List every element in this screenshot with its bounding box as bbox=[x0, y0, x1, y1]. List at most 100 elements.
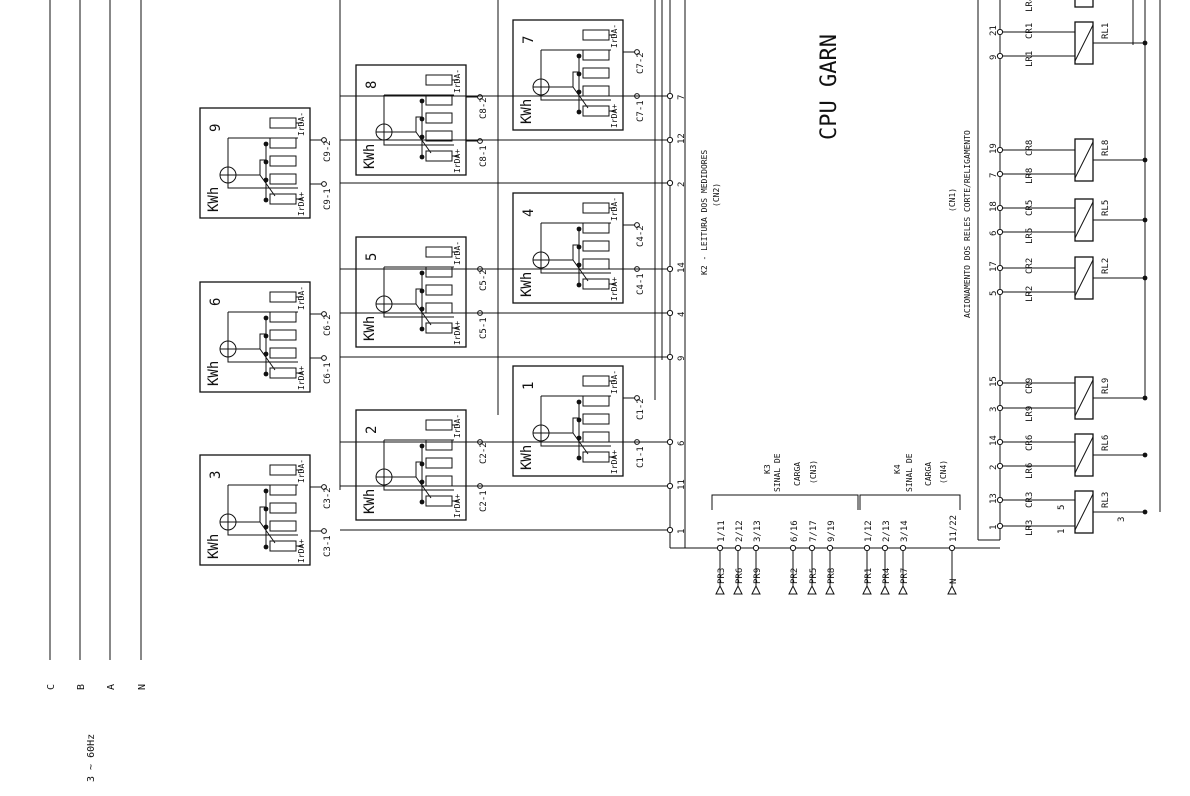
meter-6-irda-plus: IrDA+ bbox=[297, 366, 306, 390]
k2-pin-12: 12 bbox=[677, 133, 687, 144]
k4-pin-3: 11/22 bbox=[949, 515, 959, 542]
meter-5-unit: KWh bbox=[362, 316, 378, 341]
meter-1-irda-minus: IrDA- bbox=[610, 370, 619, 394]
meter-6-unit: KWh bbox=[206, 361, 222, 386]
meter-2-unit: KWh bbox=[362, 489, 378, 514]
k3-pin-5: 9/19 bbox=[827, 520, 837, 542]
meter-3-irda-plus: IrDA+ bbox=[297, 539, 306, 563]
k3-line4: (CN3) bbox=[809, 460, 818, 484]
meter-5-irda-minus: IrDA- bbox=[453, 241, 462, 265]
meter-4-unit: KWh bbox=[519, 272, 535, 297]
rl3-pin-1: 1 bbox=[1057, 529, 1067, 534]
meter-7-port-2: C7-2 bbox=[636, 52, 646, 74]
phase-a-label: A bbox=[106, 684, 117, 690]
relay-cr5-label: CR5 bbox=[1025, 200, 1035, 216]
meter-2-port-2: C2-2 bbox=[479, 442, 489, 464]
meter-5-irda-plus: IrDA+ bbox=[453, 321, 462, 345]
relay-rl6-label: RL6 bbox=[1101, 435, 1111, 451]
k2-pin-14: 14 bbox=[677, 262, 687, 273]
rl3-pin-3: 3 bbox=[1117, 517, 1127, 522]
cn1-pin-7: 7 bbox=[989, 173, 999, 178]
cn1-connector: 219CR1LR1RL1197CR8LR8RL8186CR5LR5RL5175C… bbox=[977, 0, 1161, 541]
k4-title: K4 bbox=[893, 464, 902, 474]
meter-3-number: 3 bbox=[208, 471, 224, 479]
k4-signal-0: PR1 bbox=[864, 568, 874, 584]
k4-signal-1: PR4 bbox=[882, 568, 892, 584]
meter-7-number: 7 bbox=[521, 36, 537, 44]
k3-line3: CARGA bbox=[793, 462, 802, 486]
k2-pin-9: 9 bbox=[677, 356, 687, 361]
meter-9-irda-minus: IrDA- bbox=[297, 112, 306, 136]
meter-8-port-1: C8-1 bbox=[479, 145, 489, 167]
phase-n-label: N bbox=[137, 684, 148, 690]
meter-9-port-2: C9-2 bbox=[323, 140, 333, 162]
meter-6-port-2: C6-2 bbox=[323, 314, 333, 336]
k3-signal-2: PR9 bbox=[753, 568, 763, 584]
meter-3-port-2: C3-2 bbox=[323, 487, 333, 509]
meter-9-number: 9 bbox=[208, 124, 224, 132]
meter-7-irda-plus: IrDA+ bbox=[610, 104, 619, 128]
relay-cr8-label: CR8 bbox=[1025, 140, 1035, 156]
rl3-pin-5: 5 bbox=[1057, 505, 1067, 510]
relay-lr2-label: LR2 bbox=[1025, 286, 1035, 302]
relay-rl5-label: RL5 bbox=[1101, 200, 1111, 216]
meter-9-unit: KWh bbox=[206, 187, 222, 212]
relay-rl3-label: RL3 bbox=[1101, 492, 1111, 508]
cn1-pin-18: 18 bbox=[989, 201, 999, 212]
meter-1-number: 1 bbox=[521, 382, 537, 390]
meter-3-unit: KWh bbox=[206, 534, 222, 559]
meter-4-number: 4 bbox=[521, 209, 537, 217]
relay-lr6-label: LR6 bbox=[1025, 463, 1035, 479]
meter-1-irda-plus: IrDA+ bbox=[610, 450, 619, 474]
meter-4-port-1: C4-1 bbox=[636, 273, 646, 295]
cn1-pin-17: 17 bbox=[989, 261, 999, 272]
k2-pin-1: 1 bbox=[677, 529, 687, 534]
meter-3-port-1: C3-1 bbox=[323, 535, 333, 557]
meter-1-port-2: C1-2 bbox=[636, 398, 646, 420]
relay-cr2-label: CR2 bbox=[1025, 258, 1035, 274]
cn1-pin-15: 15 bbox=[989, 376, 999, 387]
meter-6-irda-minus: IrDA- bbox=[297, 286, 306, 310]
meter-6-port-1: C6-1 bbox=[323, 362, 333, 384]
meter-4-irda-plus: IrDA+ bbox=[610, 277, 619, 301]
k3-signal-1: PR6 bbox=[735, 568, 745, 584]
k2-pin-4: 4 bbox=[677, 312, 687, 317]
meter-6-number: 6 bbox=[208, 298, 224, 306]
k3-connector: 1/11PR32/12PR63/13PR96/16PR27/17PR59/19P… bbox=[711, 494, 859, 595]
meter-9-port-1: C9-1 bbox=[323, 188, 333, 210]
meter-3-irda-minus: IrDA- bbox=[297, 459, 306, 483]
k2-pin-7: 7 bbox=[677, 95, 687, 100]
k3-signal-3: PR2 bbox=[790, 568, 800, 584]
meter-4-port-2: C4-2 bbox=[636, 225, 646, 247]
k3-pin-0: 1/11 bbox=[717, 520, 727, 542]
meter-4-irda-minus: IrDA- bbox=[610, 197, 619, 221]
meter-5-number: 5 bbox=[364, 253, 380, 261]
meter-wiring bbox=[339, 0, 1000, 549]
k4-line3: CARGA bbox=[924, 462, 933, 486]
cn1-pin-13: 13 bbox=[989, 493, 999, 504]
k4-signal-3: N bbox=[949, 579, 959, 584]
cn1-pin-14: 14 bbox=[989, 435, 999, 446]
meter-2-irda-minus: IrDA- bbox=[453, 414, 462, 438]
meter-2-number: 2 bbox=[364, 426, 380, 434]
relay-cr6-label: CR6 bbox=[1025, 435, 1035, 451]
k4-pin-2: 3/14 bbox=[900, 520, 910, 542]
meter-8-unit: KWh bbox=[362, 144, 378, 169]
k3-line2: SINAL DE bbox=[773, 453, 782, 492]
meter-8-number: 8 bbox=[364, 81, 380, 89]
relay-lr5-label: LR5 bbox=[1025, 228, 1035, 244]
k3-signal-0: PR3 bbox=[717, 568, 727, 584]
k2-label: K2 - LEITURA DOS MEDIDORES bbox=[700, 150, 709, 275]
